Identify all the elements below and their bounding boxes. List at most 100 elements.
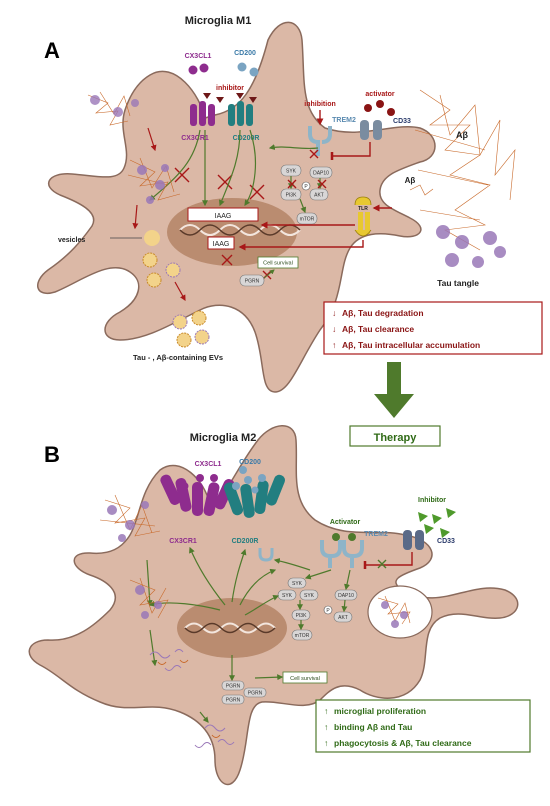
panel-b: B Microglia M2 CX3CL1 CD200 CX3CR1 CD200… — [28, 425, 531, 786]
pgrn-b-2: PGRN — [248, 691, 263, 697]
amyloid-clump-topleft — [87, 91, 131, 126]
pi3k-a: PI3K — [286, 193, 298, 199]
iaag-box-1 — [187, 207, 259, 222]
inhibitor-label-a: inhibitor — [216, 85, 244, 92]
cx3cr1-label-b: CX3CR1 — [169, 538, 197, 545]
pgrn-a: PGRN — [245, 279, 260, 285]
p-b: P — [326, 608, 330, 614]
inhibitor-label-b: Inhibitor — [418, 497, 446, 504]
vesicle-1 — [144, 230, 160, 246]
pi3k-b: PI3K — [296, 613, 308, 619]
panel-a-letter: A — [44, 38, 60, 63]
inhibitor-triangles-a — [203, 93, 257, 103]
cd33-label-a: CD33 — [393, 118, 411, 125]
abeta-label-right: Aβ — [456, 130, 468, 140]
trem2-label-b: TREM2 — [364, 531, 388, 538]
inhibition-label-a: inhibition — [304, 101, 336, 108]
microglia-m2-cell — [28, 425, 519, 786]
mtor-a: mTOR — [300, 217, 315, 223]
degraded-fragments-b — [149, 649, 235, 748]
mtor-b: mTOR — [295, 633, 310, 639]
vesicle-3 — [165, 262, 181, 278]
vesicle-4 — [146, 272, 162, 288]
ev-2 — [191, 310, 207, 326]
effect-arrow-a-3: ↑ — [332, 340, 336, 350]
signaling-nodes-a: SYK DAP10 PI3K AKT P mTOR — [280, 164, 333, 225]
dap10-a: DAP10 — [313, 171, 329, 177]
effect-arrow-b-3: ↑ — [324, 738, 328, 748]
cx3cr1-receptor-a — [190, 101, 215, 126]
pgrn-b-3: PGRN — [226, 698, 241, 704]
effects-box-a — [323, 301, 543, 355]
nucleus-b — [177, 598, 287, 658]
panel-b-title: Microglia M2 — [190, 432, 257, 444]
effects-box-b — [315, 699, 531, 753]
cx3cl1-ligand — [188, 65, 198, 75]
cd33-receptor-a — [360, 120, 382, 140]
activator-label-a: activator — [365, 91, 394, 98]
iaag-label-1: IAAG — [215, 213, 232, 220]
cd200-ligand — [237, 62, 247, 72]
effect-arrow-a-2: ↓ — [332, 324, 336, 334]
tlr-label-a: TLR — [358, 206, 368, 212]
effect-arrow-b-2: ↑ — [324, 722, 328, 732]
vesicles-label-a: vesicles — [58, 237, 85, 244]
p-a: P — [304, 184, 308, 190]
cell-survival-a: Cell survival — [263, 261, 293, 267]
iaag-box-2 — [207, 236, 235, 250]
syk-a: SYK — [286, 169, 297, 175]
effect-arrow-a-1: ↓ — [332, 308, 336, 318]
trem2-label-a: TREM2 — [332, 117, 356, 124]
cd33-receptor-b — [403, 530, 424, 550]
syk-b-1: SYK — [292, 581, 303, 587]
cd33-label-b: CD33 — [437, 538, 455, 545]
ev-1 — [172, 314, 188, 330]
effect-a-1: Aβ, Tau degradation — [342, 308, 424, 318]
cd200-label-a: CD200 — [234, 50, 256, 57]
abeta-small-label-a: Aβ — [405, 176, 416, 185]
ev-4 — [194, 329, 210, 345]
cd200r-label-a: CD200R — [233, 135, 260, 142]
tau-tangle-plaques — [436, 225, 506, 268]
panel-b-letter: B — [44, 442, 60, 467]
pgrn-b-1: PGRN — [226, 684, 241, 690]
vesicle-2 — [142, 252, 158, 268]
akt-b: AKT — [338, 615, 348, 621]
panel-a: IAAG IAAG A Microglia M1 CX3CL1 CD200 in… — [37, 15, 543, 393]
effect-a-3: Aβ, Tau intracellular accumulation — [342, 340, 480, 350]
effect-arrow-b-1: ↑ — [324, 706, 328, 716]
therapy-label: Therapy — [374, 432, 418, 444]
effect-b-1: microglial proliferation — [334, 706, 426, 716]
syk-b-3: SYK — [304, 593, 315, 599]
cx3cl1-label-b: CX3CL1 — [195, 461, 222, 468]
ev-3 — [176, 332, 192, 348]
inhibitor-triangles-b — [418, 508, 456, 538]
effect-b-3: phagocytosis & Aβ, Tau clearance — [334, 738, 472, 748]
cd200r-receptor-a — [228, 101, 253, 126]
trem2-receptor-a — [308, 126, 332, 156]
effect-b-2: binding Aβ and Tau — [334, 722, 412, 732]
cd200-ligands-b — [232, 466, 266, 494]
iaag-label-2: IAAG — [213, 241, 230, 248]
trem2-small-b — [258, 548, 274, 562]
tlr-receptor-a — [354, 196, 372, 237]
tau-tangle-label: Tau tangle — [437, 278, 479, 288]
panel-a-title: Microglia M1 — [185, 15, 252, 27]
cd200-label-b: CD200 — [239, 459, 261, 466]
cx3cl1-label-a: CX3CL1 — [185, 53, 212, 60]
dap10-b: DAP10 — [338, 593, 354, 599]
evs-label-a: Tau - , Aβ-containing EVs — [133, 353, 223, 362]
plaque-dots-inside-a — [137, 164, 169, 204]
cd200r-label-b: CD200R — [232, 538, 259, 545]
trem2-receptor-b — [320, 540, 364, 568]
syk-b-2: SYK — [282, 593, 293, 599]
plaque-dots-topleft — [90, 95, 139, 117]
activator-label-b: Activator — [330, 519, 361, 526]
akt-a: AKT — [314, 193, 324, 199]
cell-survival-b: Cell survival — [290, 676, 320, 682]
cx3cl1-ligands-b — [181, 474, 218, 495]
cd200r-cluster-b — [223, 474, 286, 518]
effect-a-2: Aβ, Tau clearance — [342, 324, 414, 334]
